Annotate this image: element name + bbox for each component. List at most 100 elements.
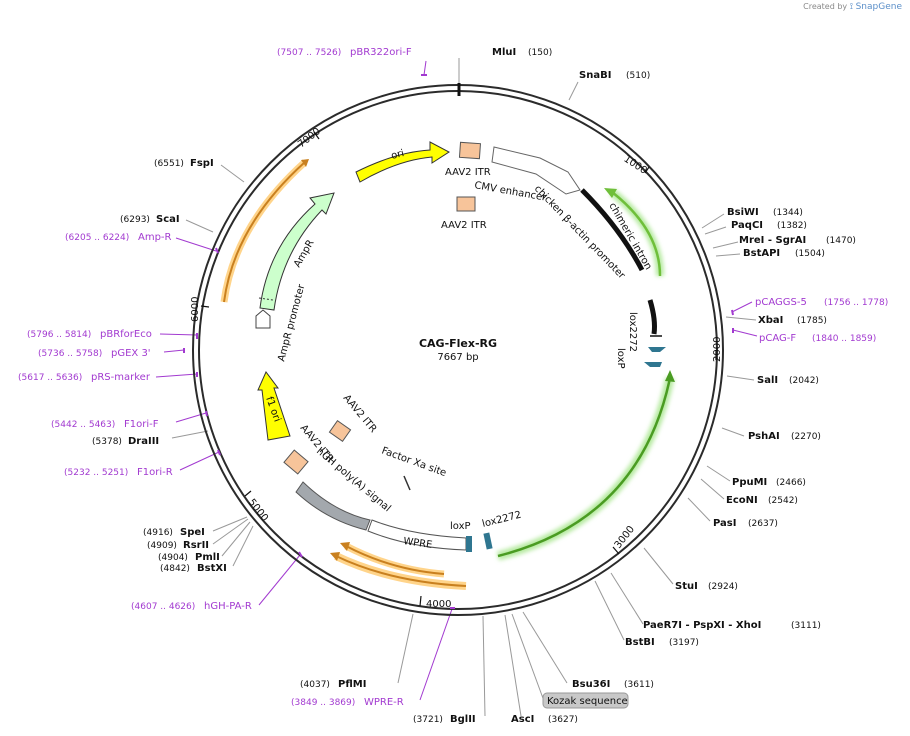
site-XbaI-pos: (1785) bbox=[797, 316, 827, 326]
site-PaqCI-pos: (1382) bbox=[777, 221, 807, 231]
aav2-itr-inner-box[interactable] bbox=[456, 196, 476, 212]
site-MluI[interactable]: MluI bbox=[492, 47, 516, 58]
primer-pBRforEco[interactable]: pBRforEco bbox=[100, 329, 152, 340]
site-SpeI-pos: (4916) bbox=[143, 528, 173, 538]
site-PaqCI[interactable]: PaqCI bbox=[731, 220, 763, 231]
site-Bsu36I[interactable]: Bsu36I bbox=[572, 679, 610, 690]
primer-F1oriF-range: (5442 .. 5463) bbox=[51, 420, 115, 430]
site-PaeR7I-pos: (3111) bbox=[791, 621, 821, 631]
site-PmlI-pos: (4904) bbox=[158, 553, 188, 563]
site-RsrII[interactable]: RsrII bbox=[183, 540, 209, 551]
loxP-right-marker[interactable] bbox=[644, 362, 662, 367]
label-loxP-bottom: loxP bbox=[450, 521, 471, 532]
site-StuI-pos: (2924) bbox=[708, 582, 738, 592]
site-DraIII[interactable]: DraIII bbox=[128, 436, 159, 447]
label-wpre: WPRE bbox=[403, 536, 433, 551]
aav2-itr-top-box[interactable] bbox=[458, 141, 481, 160]
orf-orange-bottom-outer-arrowhead bbox=[330, 552, 340, 561]
credit-prefix: Created by bbox=[803, 2, 848, 11]
site-MluI-pos: (150) bbox=[528, 48, 552, 58]
site-PasI[interactable]: PasI bbox=[713, 518, 736, 529]
primer-F1oriR-range: (5232 .. 5251) bbox=[64, 468, 128, 478]
tick-label-1000: 1000 bbox=[621, 154, 648, 177]
orf-green-top-arrowhead bbox=[604, 188, 617, 198]
orf-orange-bottom-outer-glow bbox=[334, 552, 467, 590]
site-BstAPI-pos: (1504) bbox=[795, 249, 825, 259]
label-aav2-itr-top: AAV2 ITR bbox=[445, 167, 491, 178]
chicken-promoter-bar bbox=[580, 188, 645, 272]
primer-pBR322ori[interactable]: pBR322ori-F bbox=[350, 47, 412, 58]
site-PflMI[interactable]: PflMI bbox=[338, 679, 366, 690]
site-PasI-pos: (2637) bbox=[748, 519, 778, 529]
aav2-itr-lower-outer-box[interactable] bbox=[283, 449, 309, 475]
label-ori: ori bbox=[390, 148, 405, 162]
credit-brand: SnapGene bbox=[855, 2, 902, 12]
site-BsiWI-pos: (1344) bbox=[773, 208, 803, 218]
site-EcoNI[interactable]: EcoNI bbox=[726, 495, 758, 506]
cmv-enhancer-arrow[interactable] bbox=[491, 146, 581, 195]
wpre-bar[interactable] bbox=[367, 519, 467, 551]
kozak-badge[interactable] bbox=[542, 692, 629, 709]
ori-arrow[interactable] bbox=[355, 141, 450, 183]
lox2272-bottom-marker[interactable] bbox=[483, 532, 493, 550]
site-SnaBI[interactable]: SnaBI bbox=[579, 70, 611, 81]
site-PpuMI[interactable]: PpuMI bbox=[732, 477, 767, 488]
site-BstXI-pos: (4842) bbox=[160, 564, 190, 574]
label-loxP-right: loxP bbox=[615, 348, 626, 369]
primer-AmpR[interactable]: Amp-R bbox=[138, 232, 172, 243]
primer-pGEX3[interactable]: pGEX 3' bbox=[111, 348, 151, 359]
orf-orange-left bbox=[223, 161, 306, 303]
site-BstXI[interactable]: BstXI bbox=[197, 563, 227, 574]
loxP-bottom-marker[interactable] bbox=[466, 536, 472, 552]
ampr-promoter-arrow[interactable] bbox=[255, 309, 271, 329]
primer-pCAGGS5[interactable]: pCAGGS-5 bbox=[755, 297, 807, 308]
site-PflMI-pos: (4037) bbox=[300, 680, 330, 690]
site-AscI-pos: (3627) bbox=[548, 715, 578, 725]
site-PaeR7I-PspXI-XhoI[interactable]: PaeR7I - PspXI - XhoI bbox=[643, 620, 761, 631]
primer-pCAGGS5-range: (1756 .. 1778) bbox=[824, 298, 888, 308]
orf-green-top bbox=[611, 191, 662, 277]
site-FspI[interactable]: FspI bbox=[190, 158, 214, 169]
site-leader-lines bbox=[171, 58, 757, 717]
site-ScaI-pos: (6293) bbox=[120, 215, 150, 225]
label-chicken-promoter: chicken β-actin promoter bbox=[532, 183, 628, 282]
site-BstAPI[interactable]: BstAPI bbox=[743, 248, 780, 259]
site-PmlI[interactable]: PmlI bbox=[195, 552, 220, 563]
primer-pBR322ori-range: (7507 .. 7526) bbox=[277, 48, 341, 58]
primer-pRSmarker[interactable]: pRS-marker bbox=[91, 372, 151, 383]
primer-pCAGF[interactable]: pCAG-F bbox=[759, 333, 796, 344]
ampr-arrow[interactable] bbox=[259, 192, 335, 311]
site-PshAI[interactable]: PshAI bbox=[748, 431, 780, 442]
site-BstBI[interactable]: BstBI bbox=[625, 637, 655, 648]
site-PpuMI-pos: (2466) bbox=[776, 478, 806, 488]
primer-F1oriF[interactable]: F1ori-F bbox=[124, 419, 159, 430]
orf-orange-bottom-inner bbox=[345, 545, 445, 575]
site-SalI-pos: (2042) bbox=[789, 376, 819, 386]
site-BglII-pos: (3721) bbox=[413, 715, 443, 725]
site-SalI[interactable]: SalI bbox=[757, 375, 778, 386]
tick-marks bbox=[200, 131, 717, 607]
tick-label-4000: 4000 bbox=[426, 599, 451, 610]
label-lox2272-bottom: lox2272 bbox=[481, 510, 522, 530]
primer-F1oriR[interactable]: F1ori-R bbox=[137, 467, 173, 478]
site-BsiWI[interactable]: BsiWI bbox=[727, 207, 759, 218]
site-SpeI[interactable]: SpeI bbox=[180, 527, 205, 538]
orf-orange-bottom-inner-arrowhead bbox=[340, 542, 350, 551]
label-kozak: Kozak sequence bbox=[547, 696, 628, 707]
orf-orange-left-arrowhead bbox=[301, 159, 309, 167]
primer-WPRER[interactable]: WPRE-R bbox=[364, 697, 404, 708]
primer-hGHPAR[interactable]: hGH-PA-R bbox=[204, 601, 252, 612]
site-ScaI[interactable]: ScaI bbox=[156, 214, 180, 225]
lox2272-right-marker[interactable] bbox=[648, 347, 666, 352]
orf-green-main bbox=[497, 377, 672, 558]
f1-ori-arrow[interactable] bbox=[257, 371, 291, 441]
site-AscI[interactable]: AscI bbox=[511, 714, 534, 725]
primer-pRSmarker-range: (5617 .. 5636) bbox=[18, 373, 82, 383]
aav2-itr-lower-inner-box[interactable] bbox=[328, 419, 352, 443]
snapgene-logo: ⟟ bbox=[849, 2, 854, 12]
site-XbaI[interactable]: XbaI bbox=[758, 315, 783, 326]
site-MreI-SgrAI[interactable]: MreI - SgrAI bbox=[739, 235, 806, 246]
hgh-polya-bar[interactable] bbox=[295, 481, 371, 531]
site-BglII[interactable]: BglII bbox=[450, 714, 476, 725]
site-StuI[interactable]: StuI bbox=[675, 581, 698, 592]
